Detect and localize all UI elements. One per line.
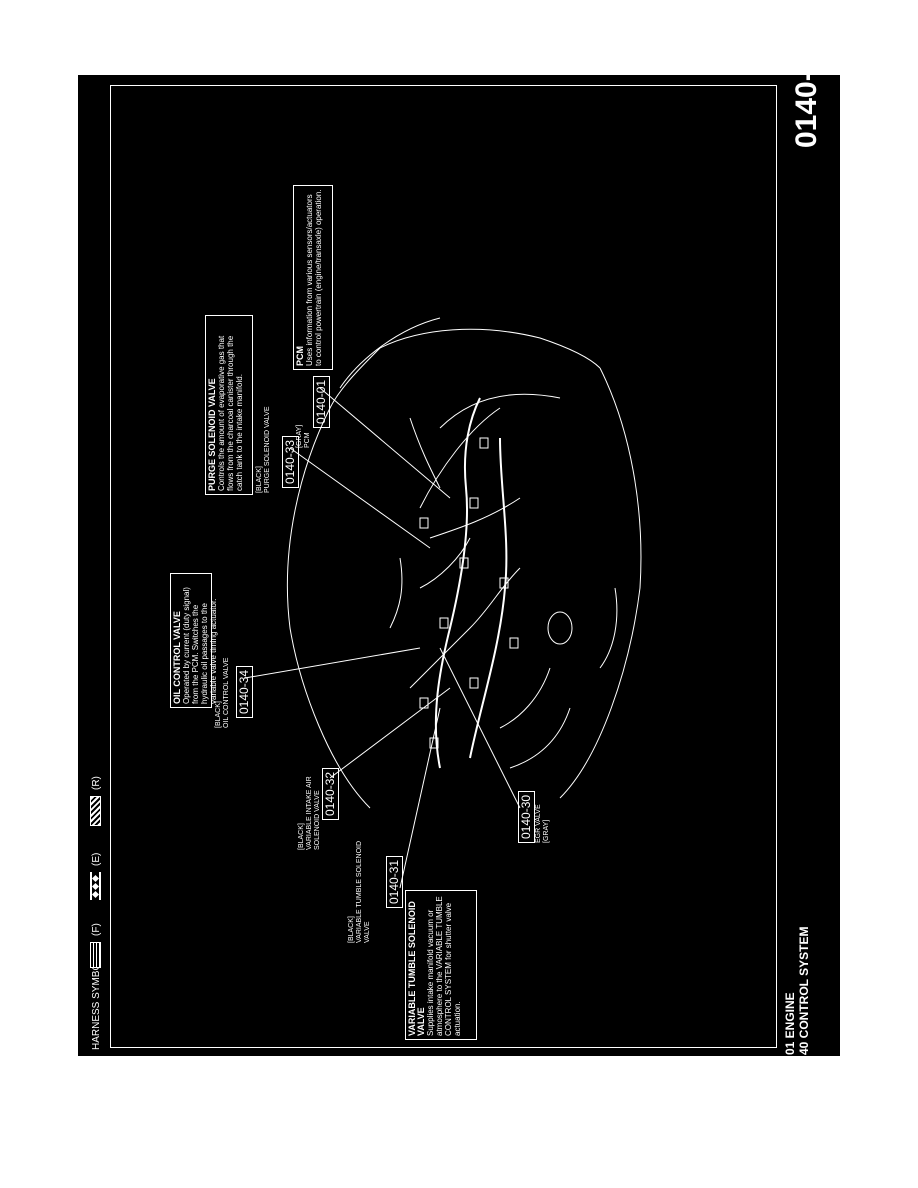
- secondary-harness: [469, 437, 508, 759]
- fender-outline-left: [286, 347, 381, 809]
- connector-shape-7: [499, 577, 509, 589]
- connector-shape-6: [479, 437, 489, 449]
- hood-edge: [339, 317, 441, 389]
- connector-shape-10: [419, 697, 429, 709]
- cowl-line: [419, 407, 501, 509]
- connector-shape-3: [439, 617, 449, 629]
- lower-panel: [599, 587, 618, 669]
- branch-harness-d: [499, 667, 551, 729]
- leader-0140-32: [329, 687, 451, 779]
- branch-harness-f: [389, 557, 403, 629]
- leader-0140-30: [439, 647, 521, 809]
- leader-0140-31: [399, 707, 441, 889]
- drawing-frame: [110, 85, 777, 1048]
- connector-shape-5: [469, 497, 479, 509]
- firewall-outline: [379, 328, 601, 369]
- leader-0140-34: [244, 647, 421, 679]
- branch-harness-a: [409, 567, 521, 689]
- branch-harness-b: [419, 537, 471, 589]
- connector-shape-2: [469, 677, 479, 689]
- branch-harness-e: [409, 417, 441, 489]
- strut-curve: [439, 393, 561, 429]
- wheel-well-hub: [547, 611, 573, 645]
- fender-outline-right: [559, 367, 642, 799]
- leader-0140-33: [289, 447, 431, 549]
- main-harness-trunk: [434, 397, 481, 769]
- bumper-curve: [509, 707, 571, 769]
- connector-shape-9: [419, 517, 429, 529]
- drawing-sheet: [78, 75, 840, 1056]
- connector-shape-8: [509, 637, 519, 649]
- connector-shape-4: [459, 557, 469, 569]
- branch-harness-c: [429, 497, 521, 539]
- connector-shape-1: [429, 737, 439, 749]
- leader-0140-01: [319, 387, 451, 499]
